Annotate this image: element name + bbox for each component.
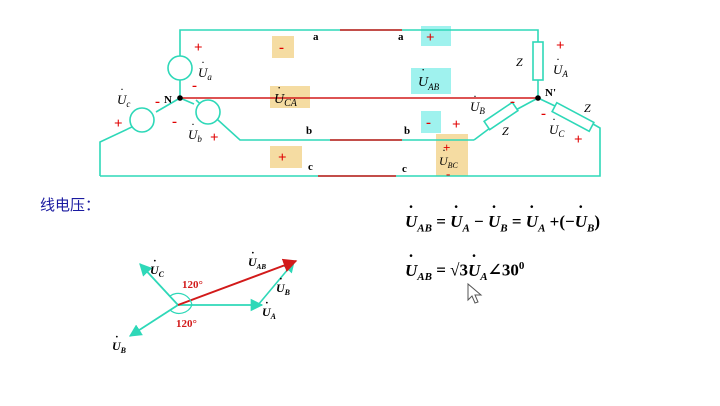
load-b-label: UB	[470, 99, 485, 116]
box-uca	[270, 86, 310, 108]
uab-label: UAB	[418, 75, 440, 92]
source-c-label: Uc	[117, 92, 130, 109]
load-c-label: UC	[549, 122, 565, 139]
uca-label: UCA	[274, 92, 298, 109]
source-b-dot: ·	[191, 117, 195, 131]
red-lines	[180, 29, 538, 177]
source-c	[129, 107, 155, 133]
sign-line-b-plus: +	[452, 117, 461, 133]
load-b-z: Z	[502, 124, 509, 138]
phasor-uab	[177, 258, 298, 306]
box-plus-a	[421, 26, 451, 46]
phasor-uab-label: UAB	[248, 255, 266, 271]
sign-source-b-plus: +	[210, 130, 219, 146]
wire-source-c	[155, 97, 181, 113]
highlight-boxes	[270, 26, 468, 176]
line-b-right-label: b	[404, 125, 410, 137]
angle-label-1: 120°	[182, 279, 203, 291]
box-minus-a	[272, 36, 294, 58]
equation-1: UAB = UA − UB = UA +(−UB)	[405, 212, 600, 234]
source-b	[195, 99, 221, 125]
cursor-icon	[467, 282, 483, 304]
load-c	[551, 101, 595, 133]
angle-label-2: 120°	[176, 318, 197, 330]
phasor-ua-label: UA	[262, 305, 277, 321]
wires	[99, 29, 601, 177]
load-a-label: UA	[553, 62, 568, 79]
sign-source-c-plus: +	[114, 116, 123, 132]
line-a-left-label: a	[313, 31, 319, 43]
box-uab	[411, 68, 451, 94]
loads	[482, 41, 595, 133]
phasor-ub-label: UB	[112, 339, 127, 355]
sign-ubc-plus: +	[443, 140, 450, 155]
wire-load-c	[537, 97, 556, 107]
ubc-dot: ·	[442, 143, 446, 157]
wire-c	[99, 125, 135, 176]
sign-box-a-plus: +	[426, 30, 435, 46]
section-title: 线电压：	[40, 196, 101, 214]
source-a-dot: ·	[201, 55, 205, 69]
load-b	[482, 101, 520, 131]
angle-arc-1	[169, 292, 193, 306]
load-c-z: Z	[584, 101, 591, 115]
phasor-ub-dot: ·	[115, 331, 119, 343]
node-n-prime	[535, 95, 541, 101]
phasor-neg-ub-label: UB	[276, 281, 291, 297]
source-b-label: Ub	[188, 127, 202, 144]
line-c-right-label: c	[402, 163, 407, 175]
wire-a	[179, 29, 539, 96]
source-c-dot: ·	[120, 82, 124, 96]
sign-load-c-minus: -	[541, 106, 546, 122]
sign-box-c-plus: +	[278, 150, 287, 166]
phasor-uc-label: UC	[150, 263, 165, 279]
phasor-uc-dot: ·	[153, 255, 157, 267]
sign-source-c-minus: -	[155, 94, 160, 110]
phasor-neg-ub-dot: ·	[279, 273, 283, 285]
load-c-dot: ·	[552, 112, 556, 126]
phasor-uab-dot: ·	[251, 247, 255, 259]
sign-load-c-plus: +	[574, 132, 583, 148]
phasor-ub	[128, 304, 179, 337]
load-a	[532, 41, 544, 81]
phasor-diagram	[128, 258, 298, 337]
line-a-right-label: a	[398, 31, 404, 43]
sign-load-b-minus: -	[510, 94, 515, 110]
sign-load-a-plus: +	[556, 38, 565, 54]
ubc-label: UBC	[439, 154, 459, 170]
node-n-label: N	[164, 94, 172, 106]
source-a	[167, 55, 193, 81]
angle-arc-2	[169, 304, 193, 314]
sources	[129, 55, 221, 133]
sign-box-b-minus: -	[426, 115, 431, 131]
box-ubc	[436, 134, 468, 176]
wire-load-b	[473, 127, 491, 141]
wire-c-bottom	[100, 123, 601, 177]
sign-source-b-minus: -	[172, 114, 177, 130]
line-b-left-label: b	[306, 125, 312, 137]
box-minus-b	[421, 111, 441, 133]
uab-dot: ·	[421, 62, 425, 77]
sign-box-a-minus: -	[279, 40, 284, 56]
load-a-dot: ·	[556, 52, 560, 66]
sign-source-a-minus: -	[192, 78, 197, 94]
source-a-label: Ua	[198, 65, 212, 82]
line-c-left-label: c	[308, 161, 313, 173]
phasor-uc	[139, 263, 179, 306]
node-n-prime-label: N'	[545, 87, 556, 99]
sign-source-a-plus: +	[194, 40, 203, 56]
load-b-dot: ·	[473, 89, 477, 103]
box-plus-c	[270, 146, 302, 168]
sign-ubc-minus: -	[446, 166, 450, 181]
node-n	[177, 95, 183, 101]
uca-dot: ·	[277, 80, 281, 95]
load-a-z: Z	[516, 55, 523, 69]
phasor-ua-dot: ·	[265, 297, 269, 309]
equation-2: UAB = √3UA∠300	[405, 260, 524, 283]
